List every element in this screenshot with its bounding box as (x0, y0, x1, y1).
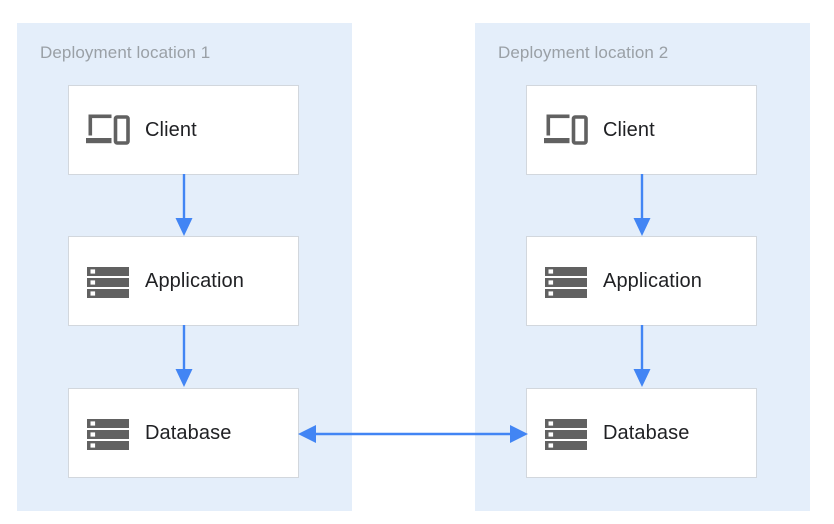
node-client-1[interactable]: Client (68, 85, 299, 175)
arrow-client-2-to-application-2 (629, 174, 655, 238)
deployment-location-2-title: Deployment location 2 (498, 43, 669, 62)
arrow-application-1-to-database-1 (171, 325, 197, 389)
node-database-1[interactable]: Database (68, 388, 299, 478)
node-client-2[interactable]: Client (526, 85, 757, 175)
node-label-database-1: Database (145, 422, 232, 444)
node-label-database-2: Database (603, 422, 690, 444)
node-application-1[interactable]: Application (68, 236, 299, 326)
node-label-client-1: Client (145, 119, 197, 141)
node-label-application-1: Application (145, 270, 244, 292)
arrow-database-1-to-database-2 (297, 420, 529, 448)
server-icon (85, 410, 131, 456)
server-icon (543, 410, 589, 456)
devices-icon (543, 107, 589, 153)
arrow-client-1-to-application-1 (171, 174, 197, 238)
node-label-client-2: Client (603, 119, 655, 141)
server-icon (85, 258, 131, 304)
server-icon (543, 258, 589, 304)
node-database-2[interactable]: Database (526, 388, 757, 478)
node-label-application-2: Application (603, 270, 702, 292)
devices-icon (85, 107, 131, 153)
arrow-application-2-to-database-2 (629, 325, 655, 389)
deployment-location-1-title: Deployment location 1 (40, 43, 211, 62)
node-application-2[interactable]: Application (526, 236, 757, 326)
